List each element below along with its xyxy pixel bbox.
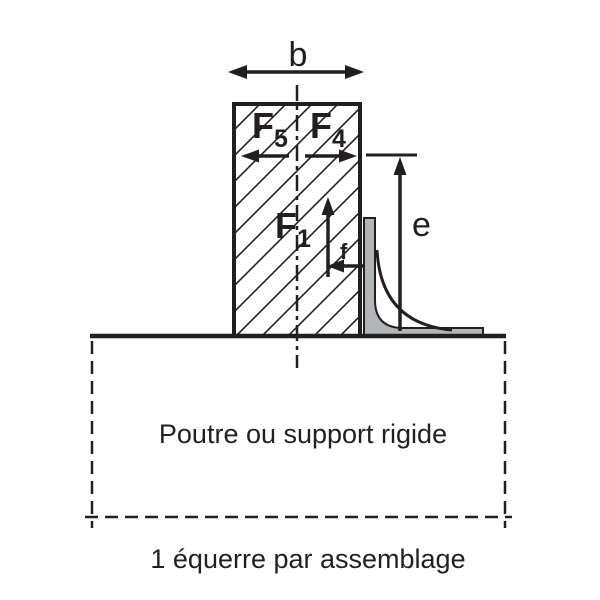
force-f5-label: F5 [252,105,288,153]
force-f1-sub: 1 [297,225,311,253]
offset-dimension-label: f [340,239,348,264]
height-arrowhead-icon [393,157,407,175]
force-f4-label: F4 [310,105,346,153]
force-f5-main: F [252,105,274,146]
force-f4-main: F [310,105,332,146]
offset-arrowhead-icon [327,259,344,273]
height-dimension-label: e [412,206,431,244]
force-f5-sub: 5 [274,125,288,153]
assembly-note: 1 équerre par assemblage [150,544,465,574]
force-f1-main: F [275,205,297,246]
bracket-fillet-curve [375,249,453,332]
force-f4-arrowhead-icon [339,149,357,163]
force-f5-arrowhead-icon [241,149,259,163]
support-caption: Poutre ou support rigide [159,419,447,449]
force-f1-label: F1 [275,205,311,253]
force-f1-arrowhead-icon [321,197,335,215]
width-arrowhead-left-icon [228,65,247,79]
width-dimension-label: b [289,36,308,74]
angle-bracket [363,217,484,337]
width-arrowhead-right-icon [345,65,364,79]
force-f4-sub: 4 [332,125,346,153]
